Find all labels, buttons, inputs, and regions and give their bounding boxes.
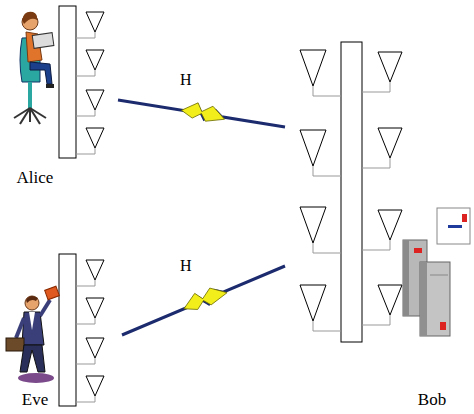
eve-antenna-array (59, 254, 104, 406)
lightning-bolt (181, 103, 224, 121)
station-node: Bob (285, 40, 474, 410)
station-name: Alice (0, 169, 70, 188)
bob-antenna-array (300, 42, 402, 342)
channel-label: H (178, 72, 194, 88)
eve-figure (6, 286, 59, 383)
server-icon (403, 208, 470, 336)
alice-figure (14, 12, 54, 124)
lightning-bolt (184, 288, 227, 309)
wireless-link (118, 100, 285, 127)
station-node: Eve (0, 250, 122, 410)
station-name: Bob (392, 391, 472, 410)
station-node: Alice (0, 0, 118, 188)
alice-antenna-array (59, 6, 104, 158)
wireless-link (122, 266, 285, 335)
channel-label: H (178, 258, 194, 274)
station-name: Eve (0, 391, 70, 410)
